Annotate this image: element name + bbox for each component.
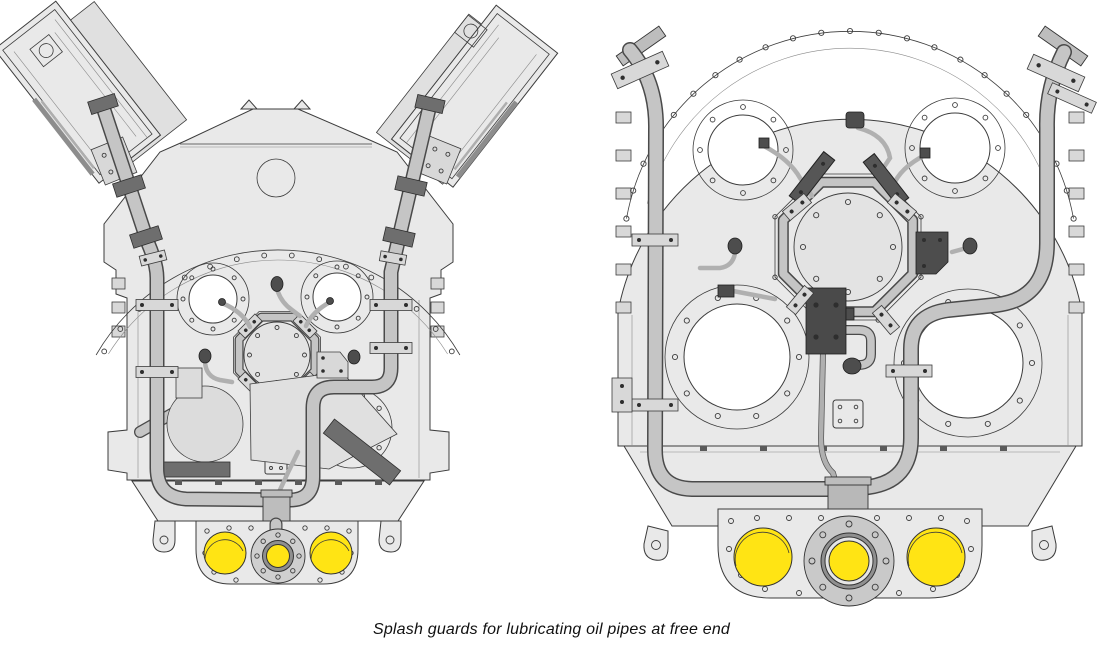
foot-lug bbox=[378, 520, 402, 553]
junction-box bbox=[805, 287, 855, 355]
casing-rim bbox=[623, 27, 1077, 222]
sensor-fittings bbox=[198, 276, 361, 495]
center-pipe-flange bbox=[250, 528, 306, 584]
oil-fitting bbox=[842, 357, 862, 375]
oil-fitting bbox=[727, 237, 743, 255]
inspection-opening-lower-left bbox=[664, 284, 810, 430]
oil-fitting bbox=[347, 349, 361, 365]
lifting-lug bbox=[239, 99, 259, 110]
oil-fitting bbox=[270, 276, 284, 292]
lubricating-oil-pipe-left bbox=[610, 25, 828, 489]
sensor-bracket bbox=[915, 231, 949, 275]
edge-bracket bbox=[611, 377, 633, 413]
oil-fitting bbox=[758, 137, 770, 149]
inspection-opening-upper-right bbox=[904, 97, 1006, 199]
bottom-port-bracket bbox=[195, 521, 359, 585]
foot-lug bbox=[1031, 525, 1057, 561]
bottom-port-bracket bbox=[717, 508, 983, 607]
pump-block bbox=[175, 367, 203, 399]
oil-fitting bbox=[962, 237, 978, 255]
lubricating-oil-pipe-right bbox=[862, 25, 1097, 488]
oil-fitting bbox=[919, 147, 931, 159]
inspection-opening-upper-right bbox=[300, 260, 374, 334]
center-pipe-flange bbox=[803, 515, 895, 607]
left-engine-view bbox=[0, 0, 559, 585]
fitting-bracket bbox=[316, 351, 349, 379]
pump-assembly bbox=[140, 367, 402, 486]
lifting-lug bbox=[292, 99, 312, 110]
foot-lug bbox=[643, 525, 669, 561]
oil-fitting bbox=[198, 348, 212, 364]
center-cover bbox=[772, 171, 924, 323]
yellow-port-left bbox=[733, 527, 793, 587]
guard-bar bbox=[157, 461, 231, 478]
pipe-clamps bbox=[87, 92, 446, 378]
oil-fitting bbox=[845, 111, 865, 129]
top-bore bbox=[256, 158, 296, 198]
fittings-and-components bbox=[697, 111, 978, 511]
right-engine-view bbox=[610, 25, 1097, 607]
yellow-port-right bbox=[906, 527, 966, 587]
guard-bar bbox=[322, 418, 402, 486]
yellow-port-right bbox=[309, 531, 353, 575]
figure-caption: Splash guards for lubricating oil pipes … bbox=[372, 621, 731, 638]
inspection-opening-upper-left bbox=[176, 262, 250, 336]
yellow-port-left bbox=[203, 531, 247, 575]
inspection-opening-upper-left bbox=[692, 99, 794, 201]
foot-lug bbox=[152, 520, 176, 553]
access-plate bbox=[832, 399, 864, 429]
oil-fitting bbox=[717, 284, 735, 298]
